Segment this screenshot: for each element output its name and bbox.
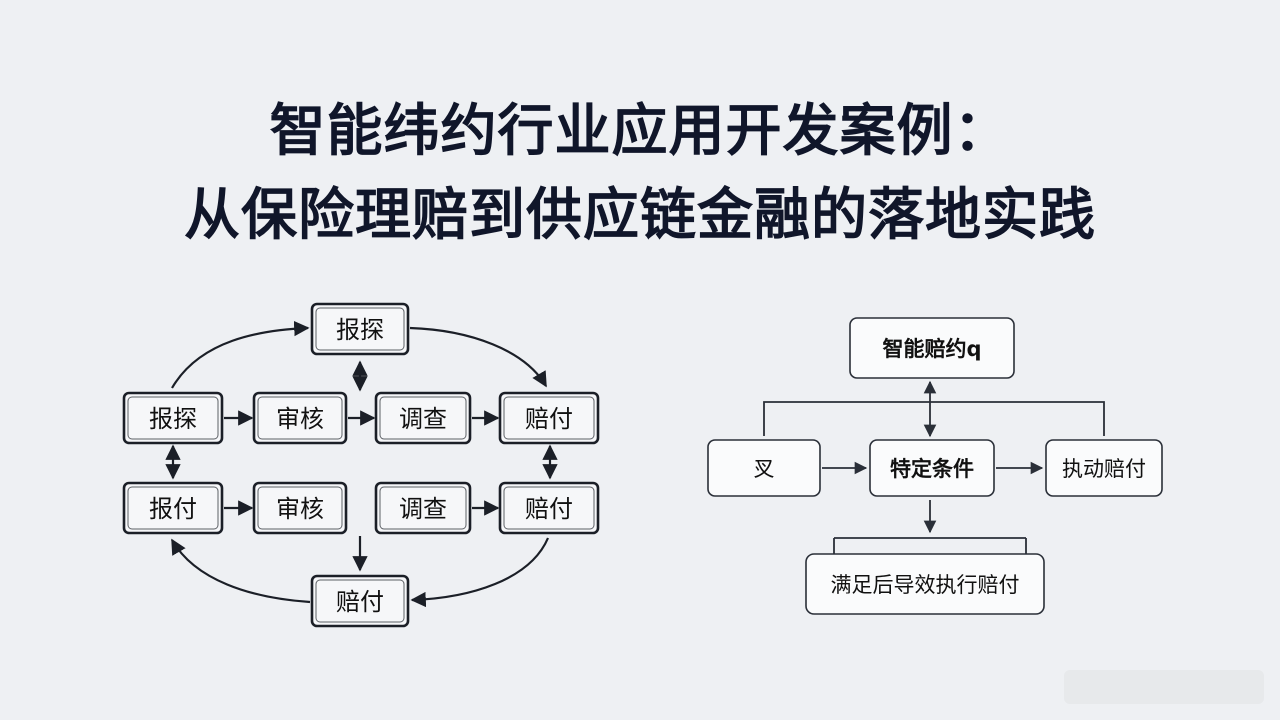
right-condition-node-label: 特定条件 — [890, 457, 974, 481]
right-action-node: 执动赔付 — [1045, 439, 1163, 497]
right-top-node-label: 智能赔约q — [882, 337, 981, 361]
result-bar-ticks — [833, 538, 1027, 554]
left-top-node: 报探 — [310, 302, 410, 356]
left-row2-node-2-label: 审核 — [276, 495, 324, 523]
left-row1-node-1: 报探 — [122, 391, 224, 445]
right-flow: 智能赔约q 㕚 特定条件 执动赔付 满足后导效执行赔付 — [707, 317, 1163, 615]
left-row1-node-4-label: 赔付 — [525, 405, 573, 433]
right-icon-node: 㕚 — [707, 439, 821, 497]
left-bottom-node-label: 赔付 — [336, 588, 384, 616]
left-row2-node-1-label: 报付 — [149, 495, 197, 523]
right-result-node: 满足后导效执行赔付 — [805, 553, 1045, 615]
right-result-node-label: 满足后导效执行赔付 — [831, 573, 1020, 597]
left-row1-node-3-label: 调查 — [399, 405, 447, 433]
title-line-2: 从保险理赔到供应链金融的落地实践 — [184, 183, 1096, 248]
left-row2-node-3-label: 调查 — [399, 495, 447, 523]
title-line-1: 智能纬约行业应用开发案例： — [269, 99, 1011, 164]
right-condition-node: 特定条件 — [869, 439, 995, 497]
left-row1-node-4: 赔付 — [498, 391, 600, 445]
left-row2-node-1: 报付 — [122, 481, 224, 535]
left-row2-node-2: 审核 — [252, 481, 348, 535]
left-row1-node-2-label: 审核 — [276, 405, 324, 433]
left-top-node-label: 报探 — [336, 316, 384, 344]
left-row1-node-3: 调查 — [374, 391, 472, 445]
curve-arrow-top-left — [171, 320, 310, 389]
left-row2-node-4: 赔付 — [498, 481, 600, 535]
watermark — [1064, 670, 1264, 704]
right-action-node-label: 执动赔付 — [1062, 457, 1146, 481]
curve-arrow-top-right — [409, 326, 547, 388]
right-top-node: 智能赔约q — [849, 317, 1015, 379]
left-row2-node-3: 调查 — [374, 481, 472, 535]
left-bottom-node: 赔付 — [310, 574, 410, 628]
left-row2-node-4-label: 赔付 — [525, 495, 573, 523]
left-row1-node-2: 审核 — [252, 391, 348, 445]
bracket-connector-top — [763, 401, 1105, 436]
curve-arrow-bottom-left — [171, 538, 311, 604]
right-icon-node-label: 㕚 — [754, 457, 775, 481]
left-flow: 报探 报探 审核 调查 赔付 报付 — [122, 302, 600, 628]
curve-arrow-bottom-right — [410, 537, 550, 608]
left-row1-node-1-label: 报探 — [149, 405, 197, 433]
